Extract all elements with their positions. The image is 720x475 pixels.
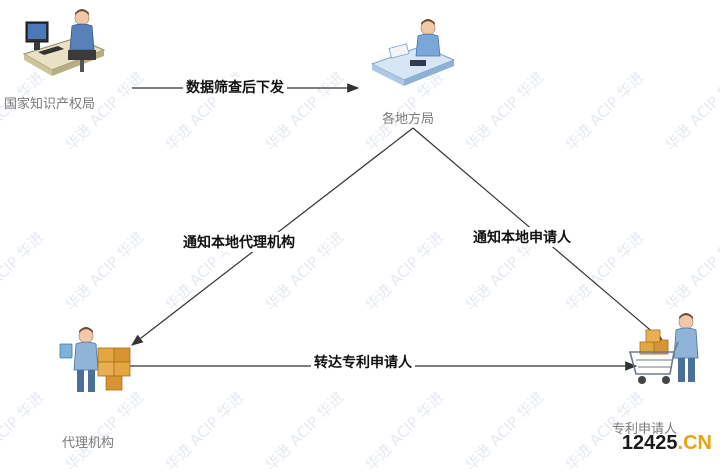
logo-main: 12425	[621, 432, 678, 454]
office-worker-icon	[22, 9, 106, 76]
node-label-local-bureau: 各地方局	[382, 112, 435, 127]
agency-worker-icon	[59, 327, 131, 392]
site-logo: 12425.CN	[622, 432, 712, 455]
local-bureau-worker-icon	[370, 19, 456, 86]
edge-label-local-to-agency: 通知本地代理机构	[180, 232, 298, 252]
edge-label-agency-to-applicant: 转达专利申请人	[311, 352, 415, 372]
node-label-applicant: 专利申请人	[612, 422, 678, 437]
applicant-cart-icon	[628, 313, 699, 384]
edge-label-cnipa-to-local: 数据筛查后下发	[183, 77, 287, 97]
edge-label-local-to-applicant: 通知本地申请人	[470, 227, 574, 247]
node-label-cnipa: 国家知识产权局	[4, 97, 96, 112]
node-label-agency: 代理机构	[62, 436, 115, 451]
logo-suffix: .CN	[677, 432, 712, 454]
